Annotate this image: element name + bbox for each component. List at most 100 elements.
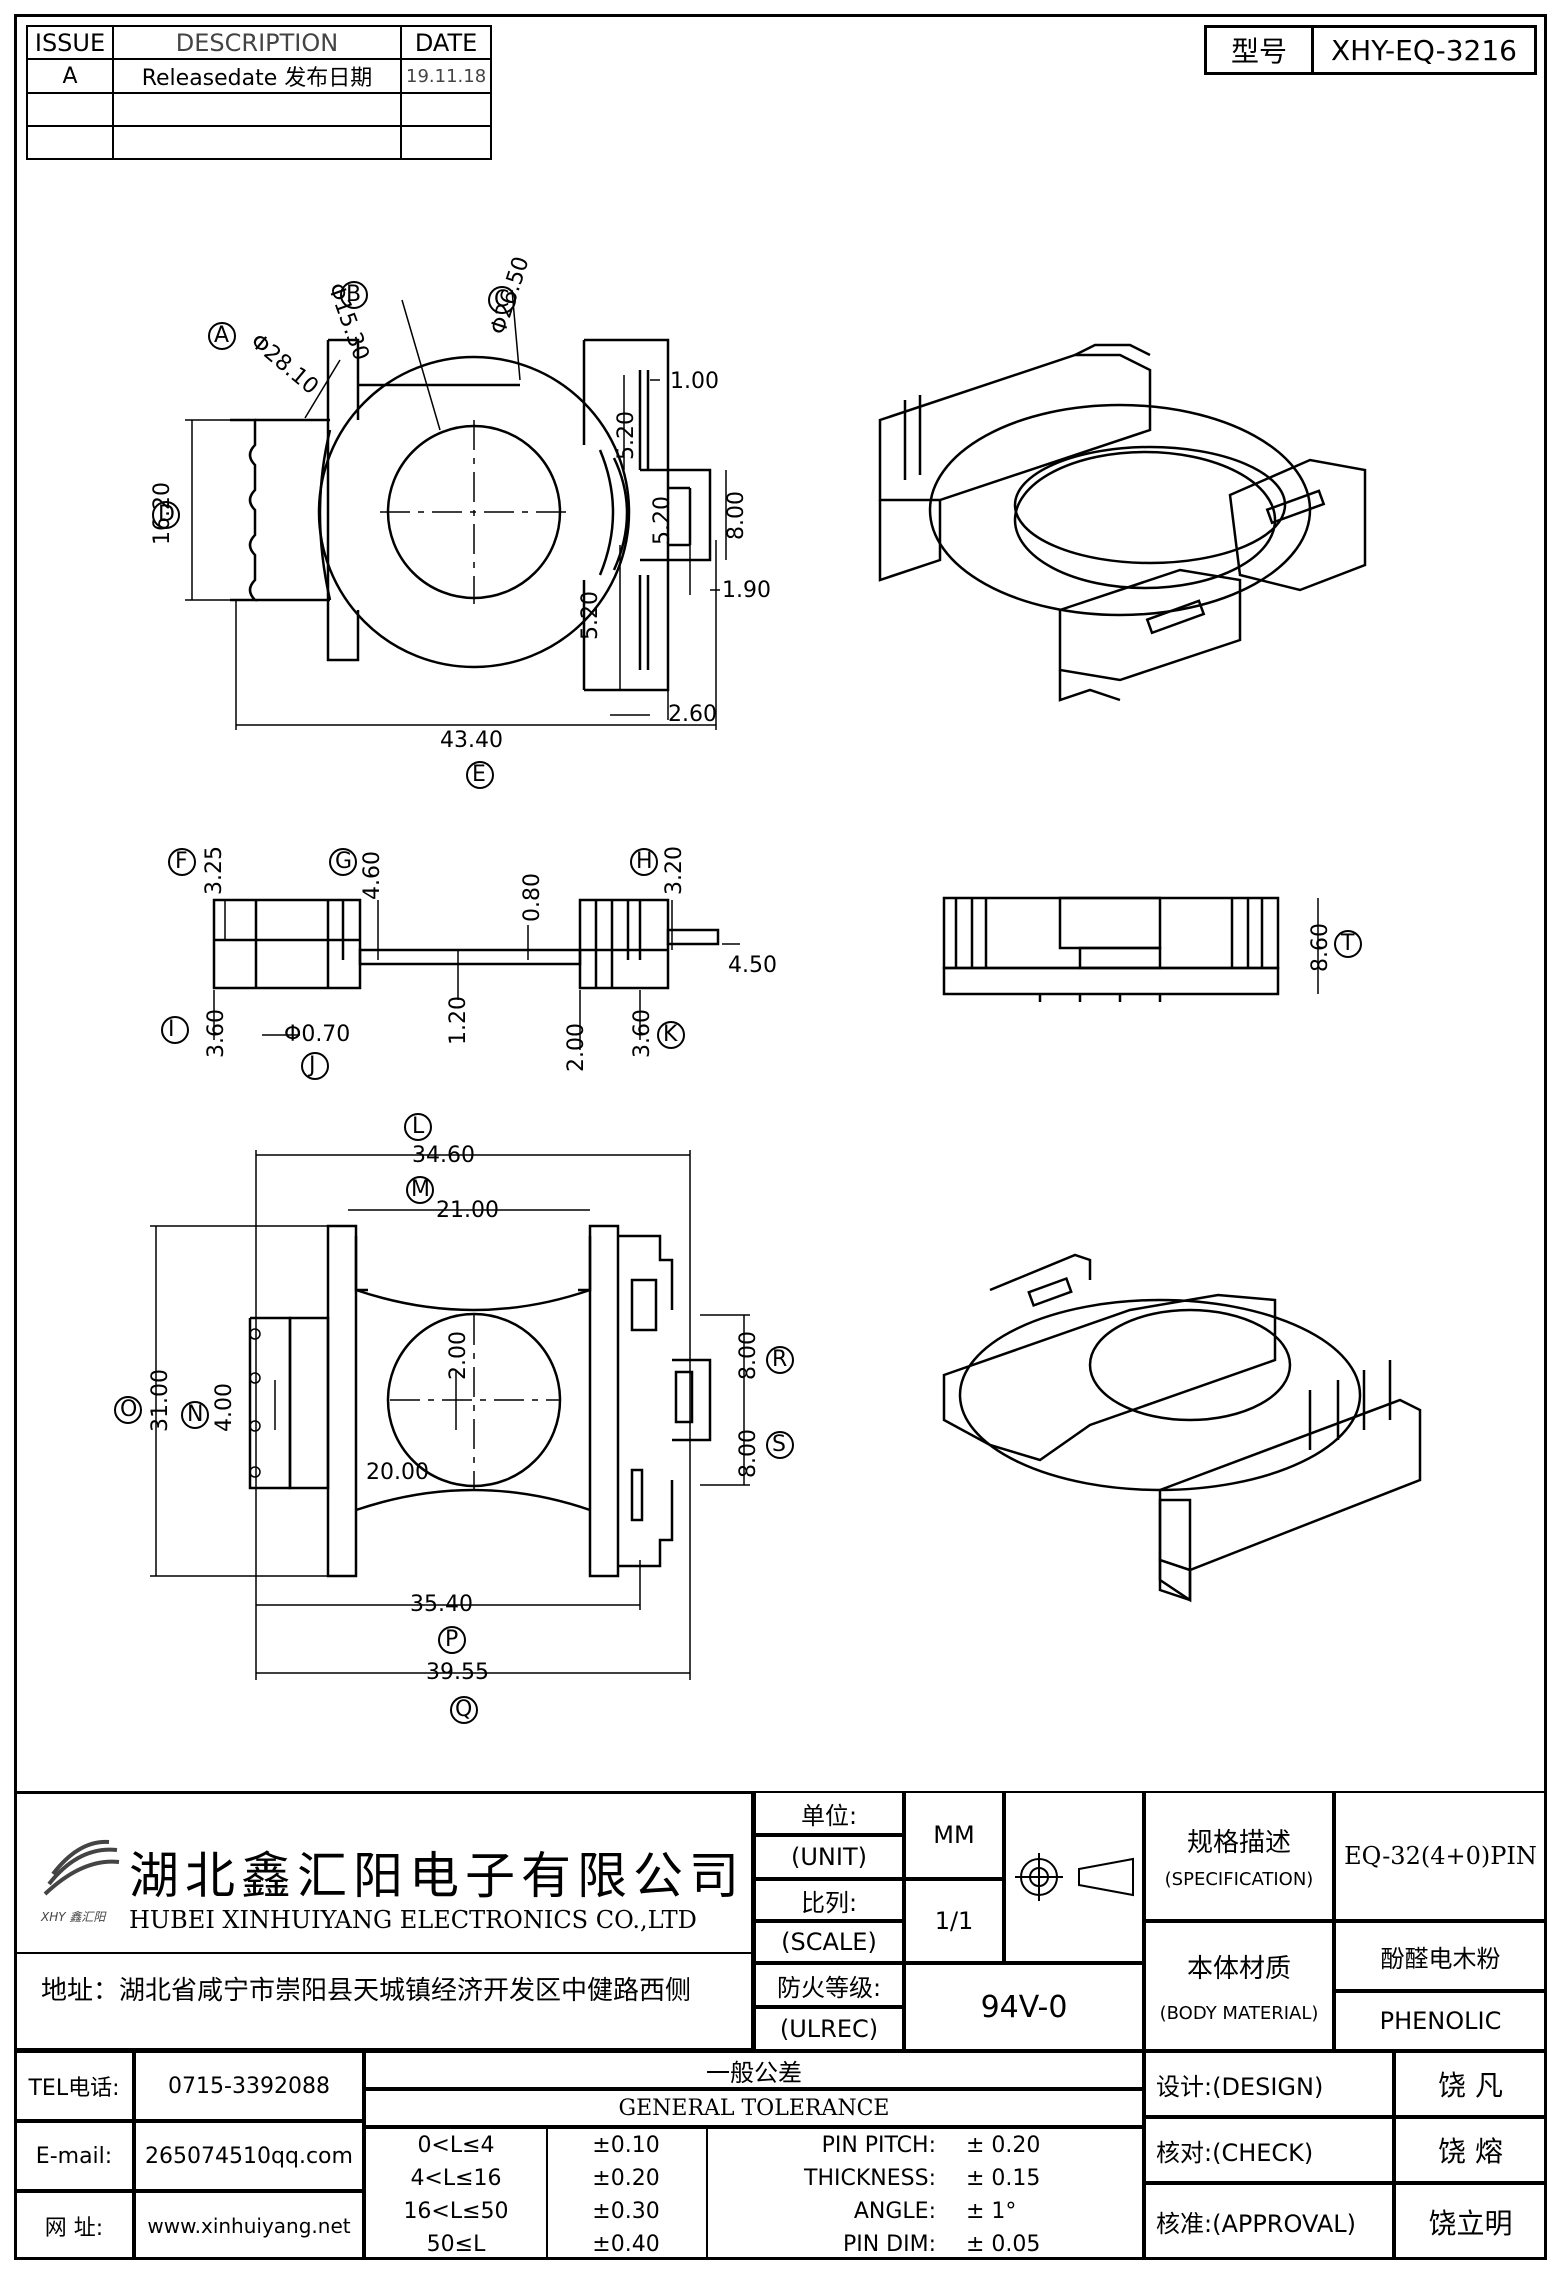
dim-20-00: 20.00 <box>366 1460 429 1485</box>
callout-b: B <box>346 282 362 307</box>
spec-label-en: (SPECIFICATION) <box>1164 1869 1314 1890</box>
bottom-view <box>114 1113 794 1724</box>
dim-5-20c: 5.20 <box>578 591 603 640</box>
email-value: 265074510qq.com <box>134 2121 364 2191</box>
ulrec-label-en: (ULREC) <box>754 2007 904 2051</box>
dim-1-20: 1.20 <box>446 996 471 1045</box>
callout-e: E <box>472 762 486 787</box>
callout-n: N <box>187 1402 204 1427</box>
tol-other-name: PIN PITCH: <box>821 2133 936 2158</box>
top-view <box>152 281 727 789</box>
company-name-cn: 湖北鑫汇阳电子有限公司 <box>129 1847 745 1905</box>
callout-h: H <box>636 849 653 874</box>
dim-4-50: 4.50 <box>728 953 777 978</box>
iso-view-top <box>878 343 1367 702</box>
ulrec-label-cn: 防火等级: <box>754 1963 904 2007</box>
dim-2-60: 2.60 <box>668 702 717 727</box>
rev-description <box>112 92 402 127</box>
callout-l: L <box>412 1114 425 1139</box>
model-value: XHY-EQ-3216 <box>1311 25 1537 75</box>
dim-43-40: 43.40 <box>440 728 503 753</box>
dim-phi15: Φ15.30 <box>322 280 374 365</box>
company-name-en: HUBEI XINHUIYANG ELECTRONICS CO.,LTD <box>129 1906 697 1934</box>
tol-value: ±0.40 <box>592 2232 660 2257</box>
material-value-cn: 酚醛电木粉 <box>1334 1921 1547 1991</box>
rev-description <box>112 125 402 160</box>
check-label: 核对:(CHECK) <box>1144 2117 1394 2183</box>
rev-header-description: DESCRIPTION <box>112 25 402 60</box>
dim-1-90: 1.90 <box>722 578 771 603</box>
dim-31-00: 31.00 <box>148 1369 173 1432</box>
projection-symbol <box>1004 1791 1144 1963</box>
material-label: 本体材质 (BODY MATERIAL) <box>1144 1921 1334 2051</box>
callout-k: K <box>663 1022 678 1047</box>
dim-1-00: 1.00 <box>670 369 719 394</box>
rev-date <box>399 92 493 127</box>
company-box: XHY 鑫汇阳 湖北鑫汇阳电子有限公司 HUBEI XINHUIYANG ELE… <box>14 1791 754 2051</box>
dim-3-25: 3.25 <box>202 846 227 895</box>
dim-16-20: 16.20 <box>150 482 175 545</box>
web-value: www.xinhuiyang.net <box>134 2191 364 2260</box>
callout-g: G <box>335 849 353 874</box>
callout-p: P <box>445 1627 459 1652</box>
design-label: 设计:(DESIGN) <box>1144 2051 1394 2117</box>
dim-3-60a: 3.60 <box>204 1009 229 1058</box>
dim-phi0-70: Φ0.70 <box>284 1022 351 1047</box>
rev-issue <box>26 125 114 160</box>
dim-35-40: 35.40 <box>410 1592 473 1617</box>
dim-2-00: 2.00 <box>564 1023 589 1072</box>
company-logo-text: XHY 鑫汇阳 <box>41 1910 106 1924</box>
dim-5-20b: 5.20 <box>650 496 675 545</box>
dim-8-00r: 8.00 <box>736 1331 761 1380</box>
front-view <box>942 896 1362 1002</box>
callout-i: I <box>168 1017 175 1042</box>
scale-label-cn: 比列: <box>754 1879 904 1921</box>
tolerance-title-en: GENERAL TOLERANCE <box>364 2089 1144 2127</box>
tel-value: 0715-3392088 <box>134 2051 364 2121</box>
ulrec-value: 94V-0 <box>904 1963 1144 2051</box>
tol-value: ±0.30 <box>592 2199 660 2224</box>
rev-issue: A <box>26 58 114 94</box>
callout-f: F <box>175 849 188 874</box>
unit-value: MM <box>904 1791 1004 1879</box>
dimension-labels: A B C D E Φ28.10 Φ15.30 Φ26.50 16.20 43.… <box>120 254 1355 1722</box>
callout-o: O <box>120 1397 138 1422</box>
tol-row: 16<L≤50 <box>403 2199 509 2224</box>
dim-34-60: 34.60 <box>412 1143 475 1168</box>
tol-other-value: ± 0.05 <box>966 2232 1041 2257</box>
callout-t: T <box>1341 931 1355 956</box>
iso-view-bottom <box>942 1253 1422 1603</box>
tol-other-name: PIN DIM: <box>842 2232 936 2257</box>
tol-value: ±0.20 <box>592 2166 660 2191</box>
callout-c: C <box>494 287 510 312</box>
rev-issue <box>26 92 114 127</box>
rev-header-date: DATE <box>399 25 493 60</box>
scale-value: 1/1 <box>904 1879 1004 1963</box>
callout-d: D <box>158 502 175 527</box>
model-label: 型号 <box>1204 25 1314 75</box>
material-label-en: (BODY MATERIAL) <box>1159 2003 1319 2024</box>
tol-other-name: ANGLE: <box>853 2199 936 2224</box>
rev-date <box>399 125 493 160</box>
dim-39-55: 39.55 <box>426 1660 489 1685</box>
tol-row: 4<L≤16 <box>410 2166 502 2191</box>
callout-s: S <box>772 1432 786 1457</box>
spec-label-cn: 规格描述 <box>1186 1828 1291 1858</box>
dim-8-60: 8.60 <box>1308 923 1333 972</box>
approval-name: 饶立明 <box>1394 2183 1547 2260</box>
rev-date: 19.11.18 <box>399 58 493 94</box>
company-logo <box>39 1836 125 1906</box>
tol-row: 0<L≤4 <box>417 2133 495 2158</box>
email-label: E-mail: <box>14 2121 134 2191</box>
tol-other-value: ± 0.15 <box>966 2166 1041 2191</box>
tol-other-value: ± 1° <box>966 2199 1017 2224</box>
technical-drawing <box>114 281 1422 1724</box>
dim-0-80: 0.80 <box>520 873 545 922</box>
callout-r: R <box>772 1347 788 1372</box>
side-view <box>161 848 740 1080</box>
tol-other-name: THICKNESS: <box>804 2166 936 2191</box>
material-label-cn: 本体材质 <box>1186 1954 1291 1984</box>
dim-8-00s: 8.00 <box>736 1429 761 1478</box>
dim-21-00: 21.00 <box>436 1198 499 1223</box>
tolerance-grid: 0<L≤4 4<L≤16 16<L≤50 50≤L ±0.10 ±0.20 ±0… <box>364 2127 1144 2260</box>
